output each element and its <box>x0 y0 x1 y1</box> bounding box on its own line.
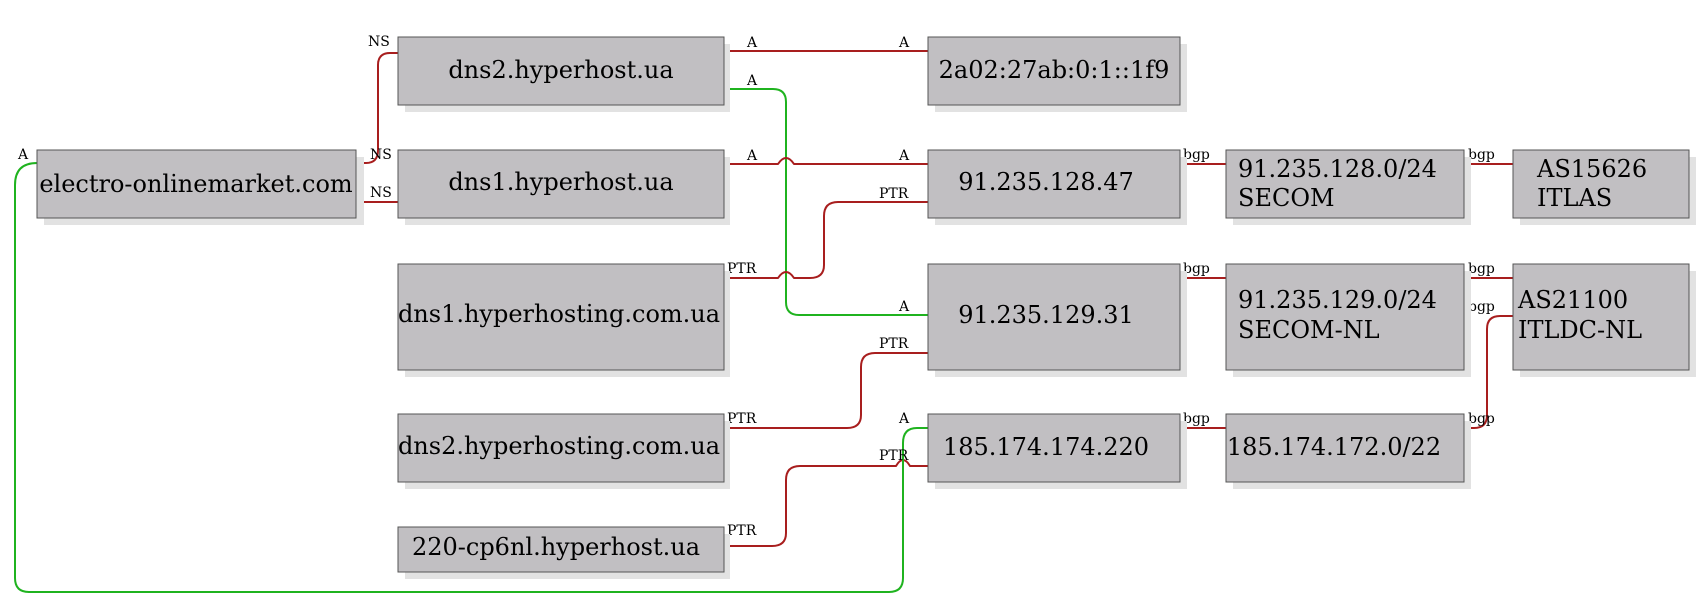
node-ip-185-174-174-220[interactable]: 185.174.174.220 <box>927 413 1187 489</box>
node-net-91-235-129-0-24[interactable]: 91.235.129.0/24 SECOM-NL <box>1225 263 1471 377</box>
node-label: 91.235.129.31 <box>958 301 1134 329</box>
edge-label-bgp: bgp <box>1183 411 1210 427</box>
edge-label-bgp: bgp <box>1468 261 1495 277</box>
node-label: dns1.hyperhosting.com.ua <box>398 300 720 328</box>
edge-label-a: A <box>746 73 758 89</box>
edge-domain-dns2-ns[interactable] <box>356 52 398 164</box>
node-label-line1: 91.235.128.0/24 <box>1238 155 1437 183</box>
edge-label-a: A <box>898 411 910 427</box>
node-label-line1: AS15626 <box>1536 155 1647 183</box>
edge-label-ns: NS <box>370 147 392 163</box>
node-electro-onlinemarket-com[interactable]: electro-onlinemarket.com <box>36 149 364 225</box>
edge-label-a: A <box>898 35 910 51</box>
edge-label-bgp: bgp <box>1183 261 1210 277</box>
edge-label-a: A <box>898 299 910 315</box>
edge-ip128-dns1hosting-ptr[interactable] <box>726 201 928 279</box>
node-label: dns2.hyperhosting.com.ua <box>398 432 720 460</box>
node-ipv6-address[interactable]: 2a02:27ab:0:1::1f9 <box>927 36 1187 112</box>
node-label: electro-onlinemarket.com <box>39 170 353 198</box>
edge-dns2-ip129-a[interactable] <box>726 88 928 316</box>
node-label: 220-cp6nl.hyperhost.ua <box>412 533 700 561</box>
edge-label-a: A <box>746 148 758 164</box>
edge-label-a: A <box>17 147 29 163</box>
edge-label-bgp: bgp <box>1183 147 1210 163</box>
edge-label-bgp: bgp <box>1468 299 1495 315</box>
node-label: 185.174.174.220 <box>943 433 1149 461</box>
edge-label-ptr: PTR <box>727 411 757 427</box>
node-label: 91.235.128.47 <box>958 168 1134 196</box>
edge-label-ptr: PTR <box>879 448 909 464</box>
node-label-line2: ITLDC-NL <box>1518 316 1642 344</box>
node-dns2-hyperhost-ua[interactable]: dns2.hyperhost.ua <box>397 36 730 112</box>
edge-label-ptr: PTR <box>879 336 909 352</box>
edge-label-a: A <box>898 148 910 164</box>
edge-dns1-ip128-a[interactable] <box>726 157 928 165</box>
edge-label-ns: NS <box>368 34 390 50</box>
edge-ip129-dns2hosting-ptr[interactable] <box>726 352 928 429</box>
edge-label-ns: NS <box>370 185 392 201</box>
edge-label-bgp: bgp <box>1468 147 1495 163</box>
node-label: dns1.hyperhost.ua <box>448 168 673 196</box>
edge-label-bgp: bgp <box>1468 411 1495 427</box>
node-net-91-235-128-0-24[interactable]: 91.235.128.0/24 SECOM <box>1225 149 1471 225</box>
node-label: dns2.hyperhost.ua <box>448 56 673 84</box>
node-net-185-174-172-0-22[interactable]: 185.174.172.0/22 <box>1225 413 1471 489</box>
edge-label-a: A <box>746 35 758 51</box>
node-dns1-hyperhost-ua[interactable]: dns1.hyperhost.ua <box>397 149 730 225</box>
edge-domain-ip185-a[interactable] <box>14 162 928 593</box>
node-label-line2: SECOM <box>1238 184 1335 212</box>
node-label-line2: SECOM-NL <box>1238 316 1380 344</box>
node-label: 2a02:27ab:0:1::1f9 <box>939 56 1170 84</box>
node-label: 185.174.172.0/22 <box>1227 433 1441 461</box>
edge-label-ptr: PTR <box>879 186 909 202</box>
node-as15626[interactable]: AS15626 ITLAS <box>1512 149 1696 225</box>
edge-labels: NS NS NS A A A A A A PTR PTR A PTR PTR A… <box>17 34 1495 539</box>
node-ip-91-235-129-31[interactable]: 91.235.129.31 <box>927 263 1187 377</box>
edge-label-ptr: PTR <box>727 523 757 539</box>
nodes: dns2.hyperhost.ua 2a02:27ab:0:1::1f9 ele… <box>36 36 1696 579</box>
node-label-line1: AS21100 <box>1517 286 1628 314</box>
node-label-line2: ITLAS <box>1537 184 1612 212</box>
node-dns2-hyperhosting-com-ua[interactable]: dns2.hyperhosting.com.ua <box>397 413 730 489</box>
edges <box>14 50 1513 593</box>
edge-net185-as21100-bgp[interactable] <box>1464 315 1513 429</box>
node-as21100[interactable]: AS21100 ITLDC-NL <box>1512 263 1696 377</box>
edge-label-ptr: PTR <box>727 261 757 277</box>
node-220-cp6nl-hyperhost-ua[interactable]: 220-cp6nl.hyperhost.ua <box>397 526 730 579</box>
node-label-line1: 91.235.129.0/24 <box>1238 286 1437 314</box>
node-dns1-hyperhosting-com-ua[interactable]: dns1.hyperhosting.com.ua <box>397 263 730 377</box>
node-ip-91-235-128-47[interactable]: 91.235.128.47 <box>927 149 1187 225</box>
